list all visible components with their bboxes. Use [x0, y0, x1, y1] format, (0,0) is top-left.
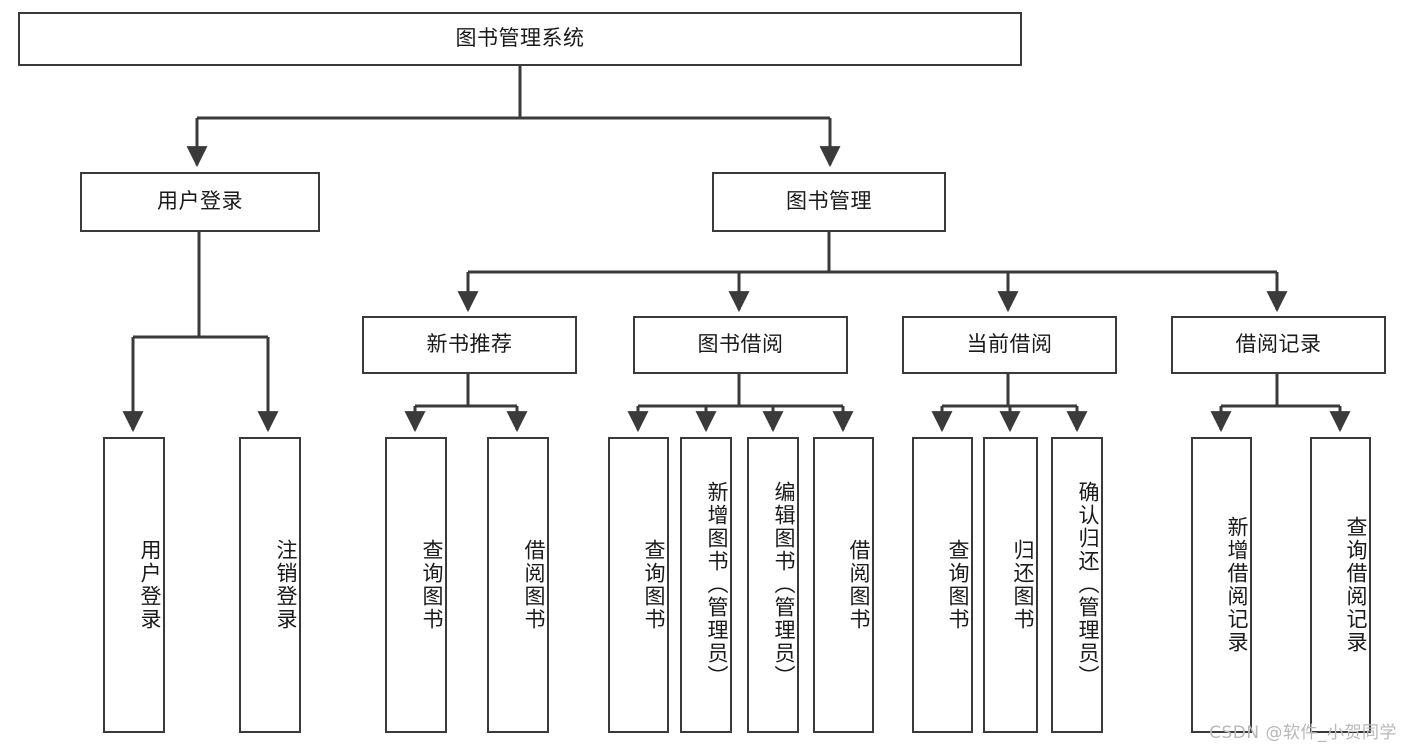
- leaf-add-book-admin[interactable]: 新增图书（管理员）: [680, 437, 732, 733]
- leaf-edit-book-admin[interactable]: 编辑图书（管理员）: [747, 437, 799, 733]
- node-current-borrow[interactable]: 当前借阅: [902, 316, 1117, 374]
- node-user-login[interactable]: 用户登录: [80, 172, 320, 232]
- node-label: 查询图书: [946, 539, 970, 631]
- node-label: 新增图书（管理员）: [705, 480, 729, 688]
- node-label: 归还图书: [1011, 539, 1035, 631]
- node-label: 查询图书: [642, 539, 666, 631]
- node-root-book-management-system[interactable]: 图书管理系统: [18, 12, 1022, 66]
- leaf-query-book-recommend[interactable]: 查询图书: [385, 437, 447, 733]
- node-label: 图书管理: [786, 189, 872, 214]
- leaf-query-book-borrow[interactable]: 查询图书: [608, 437, 669, 733]
- leaf-query-book-current[interactable]: 查询图书: [912, 437, 973, 733]
- leaf-query-borrow-record[interactable]: 查询借阅记录: [1310, 437, 1371, 733]
- leaf-add-borrow-record[interactable]: 新增借阅记录: [1191, 437, 1252, 733]
- node-label: 查询借阅记录: [1344, 516, 1368, 654]
- leaf-confirm-return-admin[interactable]: 确认归还（管理员）: [1051, 437, 1103, 733]
- node-label: 图书管理系统: [455, 26, 585, 51]
- node-borrow-record[interactable]: 借阅记录: [1171, 316, 1386, 374]
- node-label: 借阅图书: [847, 539, 871, 631]
- node-label: 用户登录: [157, 189, 243, 214]
- node-label: 借阅图书: [522, 539, 546, 631]
- node-label: 新书推荐: [426, 332, 513, 357]
- node-label: 借阅记录: [1235, 332, 1322, 357]
- node-book-management[interactable]: 图书管理: [712, 172, 946, 232]
- node-label: 编辑图书（管理员）: [772, 480, 796, 688]
- node-label: 查询图书: [420, 539, 444, 631]
- node-label: 注销登录: [274, 539, 298, 631]
- node-new-book-recommend[interactable]: 新书推荐: [362, 316, 577, 374]
- leaf-borrow-book[interactable]: 借阅图书: [813, 437, 874, 733]
- leaf-user-login[interactable]: 用户登录: [103, 437, 165, 733]
- node-label: 当前借阅: [966, 332, 1053, 357]
- node-label: 确认归还（管理员）: [1076, 480, 1100, 688]
- node-book-borrow[interactable]: 图书借阅: [633, 316, 848, 374]
- node-label: 图书借阅: [697, 332, 784, 357]
- leaf-logout-login[interactable]: 注销登录: [239, 437, 301, 733]
- leaf-return-book[interactable]: 归还图书: [983, 437, 1038, 733]
- leaf-borrow-book-recommend[interactable]: 借阅图书: [487, 437, 549, 733]
- node-label: 新增借阅记录: [1225, 516, 1249, 654]
- node-label: 用户登录: [138, 539, 162, 631]
